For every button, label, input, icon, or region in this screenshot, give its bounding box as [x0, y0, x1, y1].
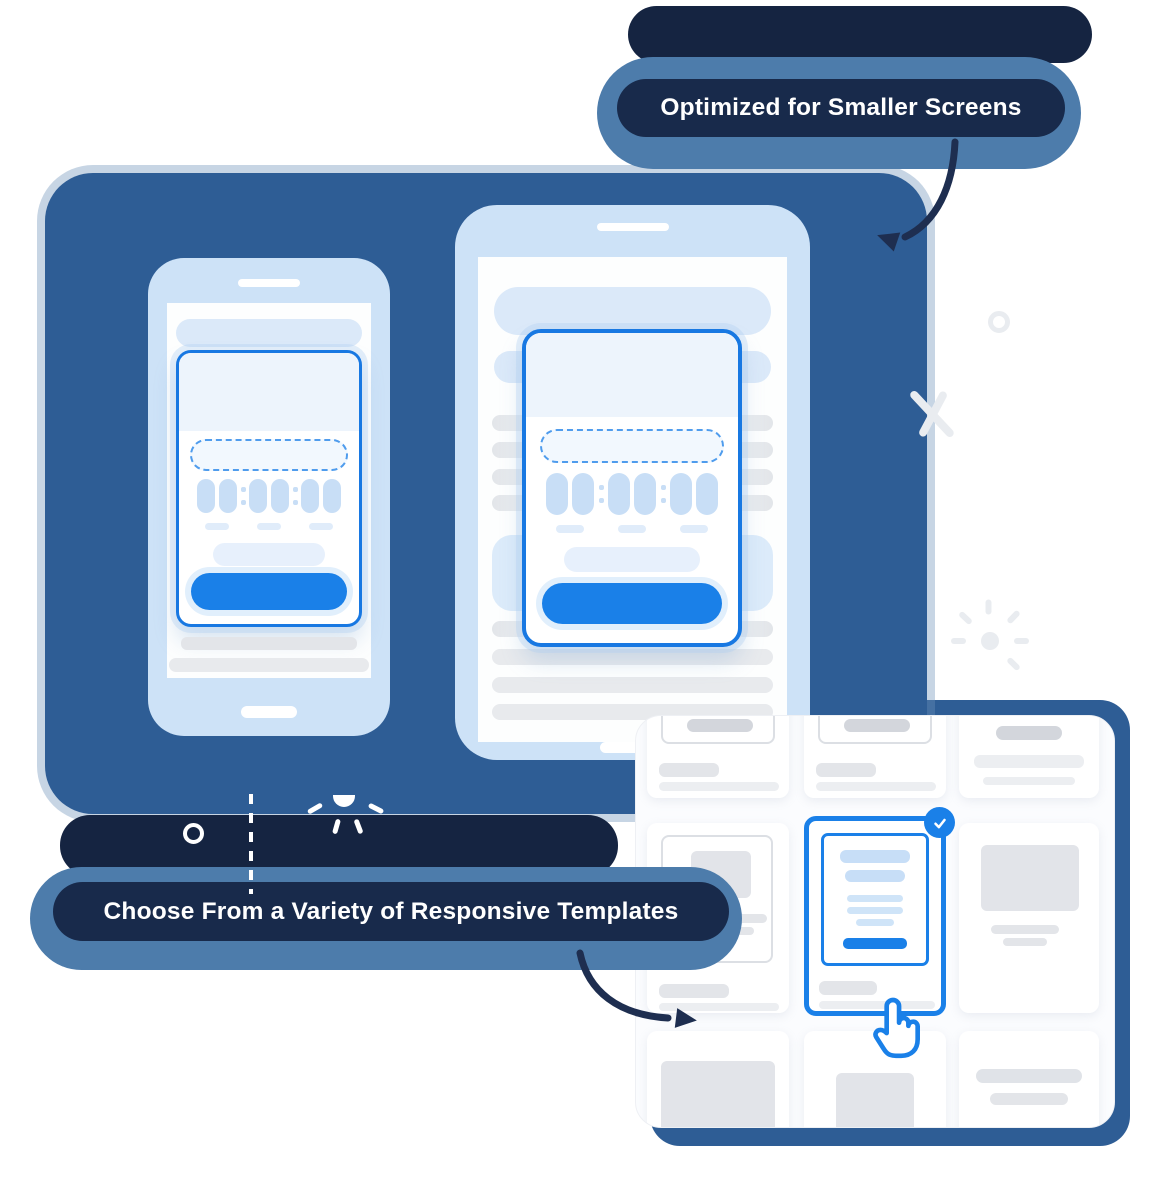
template-tile[interactable]	[647, 716, 789, 798]
phone-speaker	[238, 279, 300, 287]
tablet-form-header	[526, 333, 738, 417]
phone-form-header	[179, 353, 359, 431]
tablet-home-indicator	[600, 742, 664, 753]
tablet-signup-form	[522, 329, 742, 647]
phone-home-button	[241, 706, 297, 718]
tablet-countdown-timer	[526, 473, 738, 515]
tablet-form-dropzone	[540, 429, 724, 463]
placeholder-image	[661, 1061, 775, 1127]
placeholder-button	[843, 938, 907, 949]
placeholder-bar	[819, 981, 877, 995]
curved-arrow-down-icon	[877, 138, 959, 252]
placeholder-bar	[169, 658, 369, 672]
bottom-banner: Choose From a Variety of Responsive Temp…	[30, 790, 750, 1000]
placeholder-title	[976, 1069, 1082, 1083]
top-banner: Optimized for Smaller Screens	[590, 0, 1102, 180]
placeholder-bar	[816, 782, 936, 791]
countdown-unit-labels	[179, 523, 359, 530]
template-tile-selected[interactable]	[804, 807, 955, 1016]
placeholder-bar	[659, 782, 779, 791]
placeholder-title	[687, 719, 753, 732]
template-header-box	[661, 716, 775, 744]
template-tile[interactable]	[804, 716, 946, 798]
placeholder-bar	[990, 1093, 1068, 1105]
countdown-hours	[546, 473, 594, 515]
phone-form-input[interactable]	[213, 543, 325, 566]
check-icon	[933, 818, 946, 828]
top-banner-pill: Optimized for Smaller Screens	[617, 79, 1065, 137]
countdown-seconds	[670, 473, 718, 515]
burst-decoration	[948, 596, 1032, 678]
countdown-colon	[237, 487, 249, 505]
circle-decoration	[988, 311, 1010, 333]
selected-template-preview	[821, 833, 929, 966]
burst-decoration	[333, 795, 355, 807]
selected-check-badge	[924, 807, 955, 838]
x-decoration	[900, 384, 964, 444]
phone-screen	[167, 303, 371, 678]
placeholder-image	[836, 1073, 914, 1127]
hand-cursor-icon	[873, 997, 920, 1059]
countdown-minutes	[249, 479, 289, 513]
placeholder-title	[996, 726, 1062, 740]
responsive-preview-card	[45, 173, 927, 814]
placeholder-bar	[181, 637, 357, 650]
placeholder-bar	[983, 777, 1075, 785]
placeholder-line	[847, 907, 903, 914]
template-tile[interactable]	[959, 1031, 1099, 1127]
placeholder-line	[847, 895, 903, 902]
curved-arrow-right-icon	[576, 949, 697, 1028]
placeholder-bar	[659, 763, 719, 777]
countdown-colon	[289, 487, 301, 505]
templates-gallery-card	[635, 715, 1115, 1128]
countdown-colon	[594, 485, 608, 503]
phone-form-submit-button[interactable]	[191, 573, 347, 610]
template-tile[interactable]	[959, 716, 1099, 798]
burst-ray	[367, 802, 385, 815]
placeholder-heading	[840, 850, 910, 863]
countdown-minutes	[608, 473, 656, 515]
placeholder-image	[981, 845, 1079, 911]
countdown-colon	[656, 485, 670, 503]
countdown-seconds	[301, 479, 341, 513]
placeholder-line	[492, 677, 773, 693]
placeholder-bar	[816, 763, 876, 777]
bottom-banner-label: Choose From a Variety of Responsive Temp…	[103, 897, 679, 925]
template-tile[interactable]	[804, 1031, 946, 1127]
tablet-speaker	[597, 223, 669, 231]
tablet-header-placeholder	[494, 287, 771, 335]
placeholder-bar	[991, 925, 1059, 934]
circle-decoration	[183, 823, 204, 844]
tablet-form-submit-button[interactable]	[542, 583, 722, 624]
countdown-hours	[197, 479, 237, 513]
template-tile[interactable]	[959, 823, 1099, 1013]
top-banner-label: Optimized for Smaller Screens	[660, 94, 1022, 121]
phone-mockup	[148, 258, 390, 736]
dashed-line-decoration	[249, 794, 253, 894]
placeholder-bar	[1003, 938, 1047, 946]
tablet-screen	[478, 257, 787, 742]
placeholder-bar	[659, 984, 729, 998]
bottom-banner-pill: Choose From a Variety of Responsive Temp…	[53, 882, 729, 941]
phone-signup-form	[176, 350, 362, 627]
template-header-box	[818, 716, 932, 744]
phone-header-placeholder	[176, 319, 362, 347]
placeholder-line	[492, 649, 773, 665]
phone-countdown-timer	[179, 479, 359, 513]
placeholder-bar	[659, 1003, 779, 1011]
placeholder-bar	[974, 755, 1084, 768]
tablet-mockup	[455, 205, 810, 760]
placeholder-line	[856, 919, 894, 926]
tablet-form-input[interactable]	[564, 547, 700, 572]
placeholder-heading	[845, 870, 905, 882]
countdown-unit-labels	[526, 525, 738, 533]
placeholder-bar	[819, 1001, 935, 1009]
placeholder-title	[844, 719, 910, 732]
phone-form-dropzone	[190, 439, 348, 471]
template-tile[interactable]	[647, 1031, 789, 1127]
placeholder-bar	[723, 914, 767, 923]
burst-ray	[306, 802, 324, 815]
banner-shadow-bar	[628, 6, 1092, 63]
